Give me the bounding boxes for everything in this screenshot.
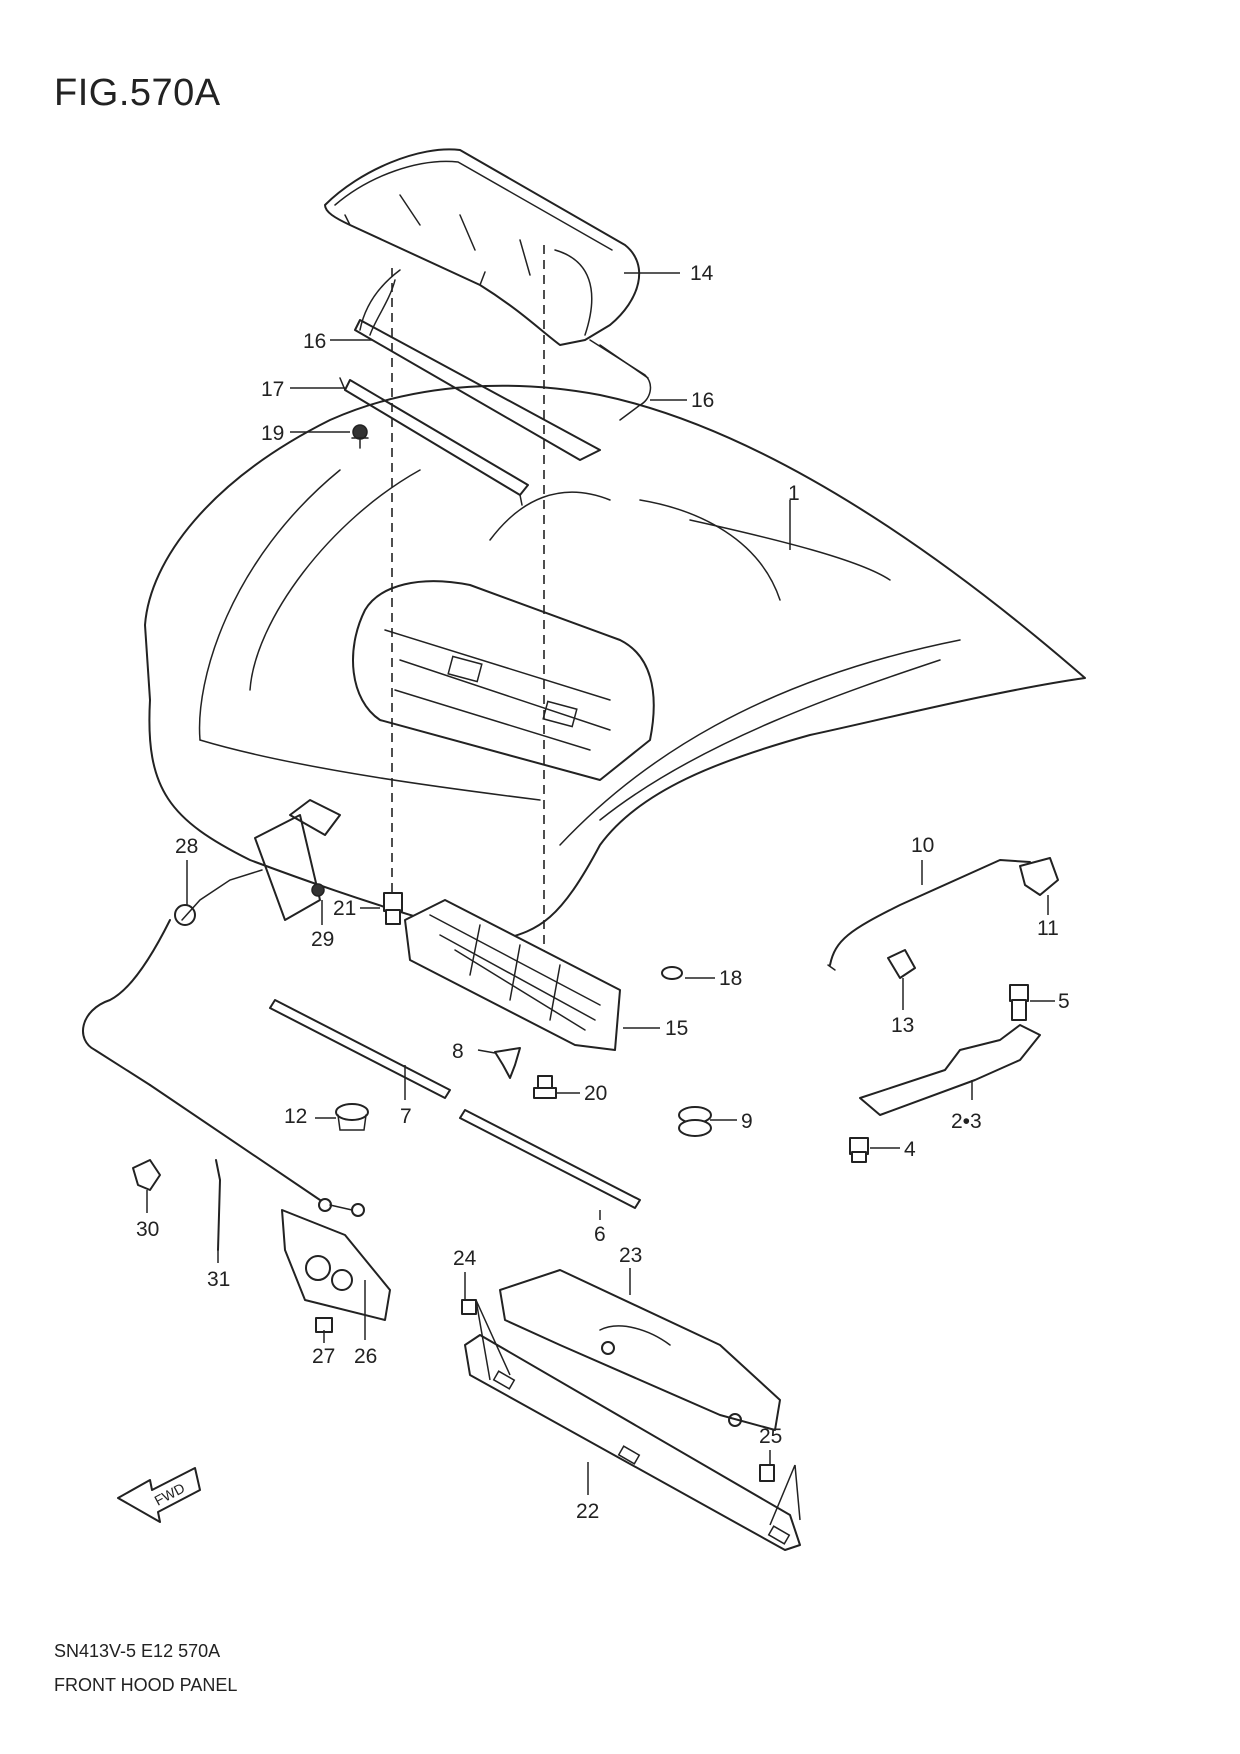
callout-20: 20 [584, 1082, 607, 1105]
leader-lines [146, 272, 1055, 1526]
callout-5: 5 [1058, 990, 1070, 1013]
callout-28: 28 [175, 835, 198, 858]
grommet-9 [678, 1106, 712, 1137]
clip-19 [351, 424, 369, 449]
diagram-code: SN413V-5 E12 570A [54, 1641, 221, 1661]
callout-6: 6 [594, 1223, 606, 1246]
callout-4: 4 [904, 1138, 916, 1161]
intake-duct [404, 899, 621, 1051]
callout-18: 18 [719, 967, 742, 990]
callout-16-upper: 16 [303, 330, 326, 353]
diagram-footer: SN413V-5 E12 570A FRONT HOOD PANEL [54, 1634, 237, 1702]
callout-19: 19 [261, 422, 284, 445]
callout-24: 24 [453, 1247, 477, 1270]
callout-17: 17 [261, 378, 284, 401]
callout-23: 23 [619, 1244, 642, 1267]
diagram-caption: FRONT HOOD PANEL [54, 1675, 238, 1695]
bumper-12 [335, 1103, 369, 1131]
hood-scoop [324, 148, 641, 346]
hood-support-rod [827, 857, 1059, 971]
callout-15: 15 [665, 1017, 688, 1040]
rod-31 [215, 1159, 221, 1251]
bolt-21 [383, 892, 403, 925]
hinge-bracket [849, 984, 1041, 1163]
rubber-ring-18 [661, 966, 683, 980]
callout-30: 30 [136, 1218, 159, 1241]
callout-25: 25 [759, 1425, 782, 1448]
callout-26: 26 [354, 1345, 377, 1368]
hood-latch [281, 1209, 391, 1333]
callout-9: 9 [741, 1110, 753, 1133]
forward-direction-arrow: FWD [117, 1467, 201, 1523]
callout-2-3: 2•3 [951, 1110, 982, 1133]
callout-8: 8 [452, 1040, 464, 1063]
hood-panel [144, 384, 1086, 941]
front-upper-member [499, 1269, 781, 1431]
scoop-seal-weatherstrip [354, 269, 652, 461]
callout-16-lower: 16 [691, 389, 714, 412]
callout-labels: 1 2•3 4 5 6 7 8 9 10 11 12 13 14 15 16 1… [136, 262, 1070, 1523]
callout-7: 7 [400, 1105, 412, 1128]
callout-22: 22 [576, 1500, 599, 1523]
callout-10: 10 [911, 834, 934, 857]
callout-14: 14 [690, 262, 714, 285]
hood-release-cable [82, 799, 365, 1217]
clip-30 [132, 1159, 161, 1191]
figure-title: FIG.570A [54, 72, 221, 114]
front-lower-member [464, 1334, 801, 1551]
callout-11: 11 [1037, 917, 1059, 940]
callout-13: 13 [891, 1014, 914, 1037]
seal-strip-7 [269, 999, 451, 1099]
callout-29: 29 [311, 928, 334, 951]
seal-strip [339, 377, 529, 506]
callout-1: 1 [788, 482, 800, 505]
bolt-20 [533, 1075, 557, 1099]
bolt-25 [759, 1464, 775, 1482]
callout-31: 31 [207, 1268, 230, 1291]
seal-strip-6 [459, 1109, 641, 1209]
callout-21: 21 [333, 897, 356, 920]
callout-27: 27 [312, 1345, 335, 1368]
callout-12: 12 [284, 1105, 307, 1128]
clip-8 [494, 1047, 521, 1079]
bolt-24 [461, 1299, 477, 1315]
clip-13 [887, 949, 916, 979]
